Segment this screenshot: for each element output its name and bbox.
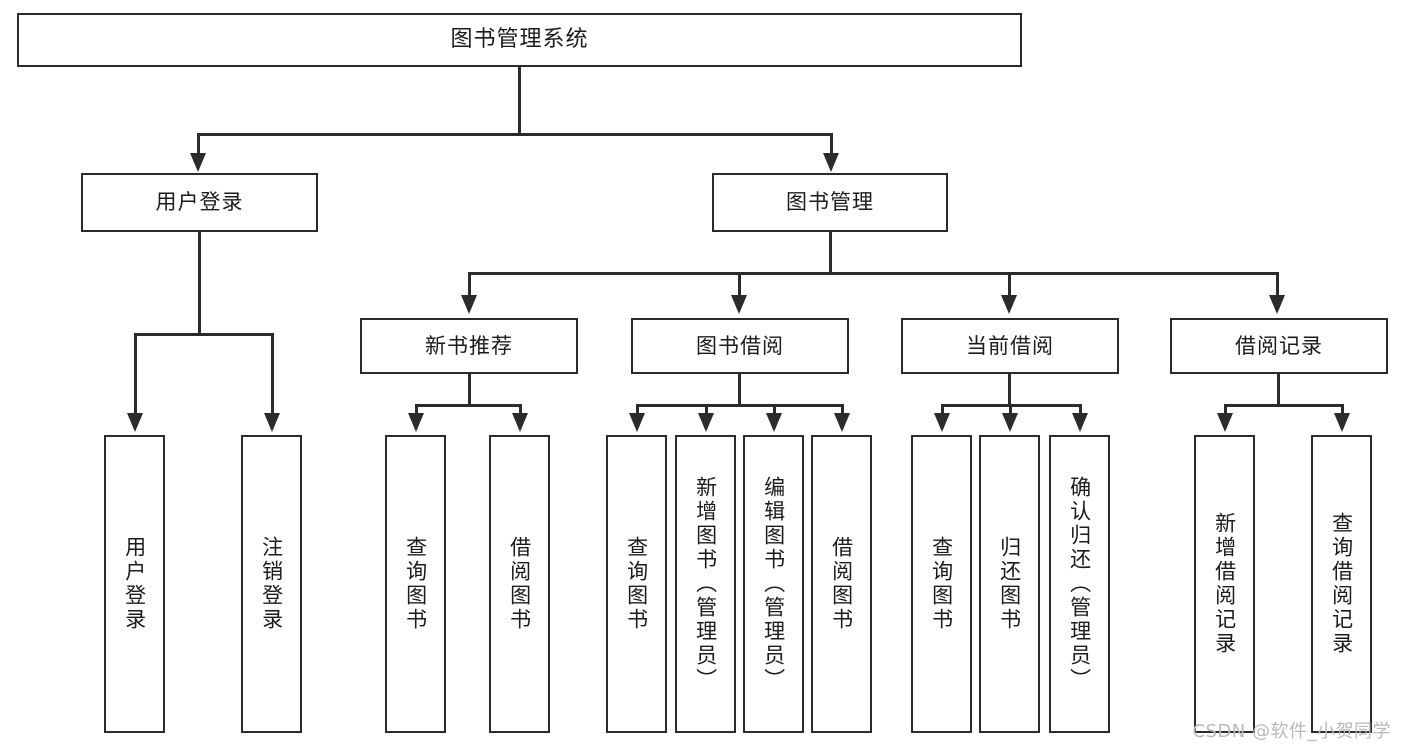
node-new-book-recommend-label: 新书推荐 — [425, 333, 513, 358]
node-new-book-recommend[interactable]: 新书推荐 — [360, 318, 578, 374]
connector-l3-1-drop-1 — [705, 404, 708, 416]
node-current-borrow-label: 当前借阅 — [966, 333, 1054, 358]
leaf-query-borrow-record[interactable]: 查询借阅记录 — [1311, 435, 1372, 733]
leaf-edit-book-admin[interactable]: 编辑图书（管理员） — [743, 435, 804, 733]
node-current-borrow[interactable]: 当前借阅 — [901, 318, 1119, 374]
leaf-borrow-books-borrow-label: 借阅图书 — [829, 536, 854, 632]
arrowhead-l3-1 — [731, 295, 747, 314]
leaf-add-borrow-record[interactable]: 新增借阅记录 — [1194, 435, 1255, 733]
connector-l3-3-drop-0 — [1224, 404, 1227, 416]
leaf-query-books-recommend-label: 查询图书 — [403, 536, 428, 632]
connector-l3-2-drop-1 — [1009, 404, 1012, 416]
connector-l3-0-bus — [415, 404, 521, 407]
arrowhead-leaf-4 — [629, 413, 645, 432]
leaf-user-login-label: 用户登录 — [122, 536, 147, 632]
leaf-return-books-label: 归还图书 — [997, 536, 1022, 632]
node-borrow-records-label: 借阅记录 — [1235, 333, 1323, 358]
leaf-query-books-current[interactable]: 查询图书 — [911, 435, 972, 733]
leaf-confirm-return-admin-label: 确认归还（管理员） — [1067, 476, 1092, 692]
node-book-borrow-label: 图书借阅 — [696, 333, 784, 358]
connector-l3-2-drop-2 — [1079, 404, 1082, 416]
connector-l3-1-drop-0 — [636, 404, 639, 416]
connector-l3-0-stem — [468, 374, 471, 406]
leaf-return-books[interactable]: 归还图书 — [979, 435, 1040, 733]
node-borrow-records[interactable]: 借阅记录 — [1170, 318, 1388, 374]
connector-l3-3-bus — [1224, 404, 1343, 407]
csdn-watermark: CSDN @软件_小贺同学 — [1192, 721, 1391, 742]
leaf-query-books-recommend[interactable]: 查询图书 — [385, 435, 446, 733]
leaf-add-book-admin-label: 新增图书（管理员） — [693, 476, 718, 692]
connector-root-bus — [197, 133, 833, 136]
arrowhead-l3-0 — [461, 295, 477, 314]
node-root-label: 图书管理系统 — [450, 27, 589, 53]
connector-l3-3-stem — [1277, 374, 1280, 406]
arrowhead-leaf-10 — [1072, 413, 1088, 432]
arrowhead-leaf-7 — [834, 413, 850, 432]
arrowhead-leaf-3 — [512, 413, 528, 432]
connector-l3-2-stem — [1008, 374, 1011, 406]
connector-l3-1-drop-3 — [841, 404, 844, 416]
arrowhead-leaf-2 — [408, 413, 424, 432]
leaf-borrow-books-recommend[interactable]: 借阅图书 — [489, 435, 550, 733]
arrowhead-leaf-0 — [127, 413, 143, 432]
connector-root-to-l2-0 — [197, 133, 200, 158]
node-user-login-label: 用户登录 — [155, 190, 244, 215]
arrowhead-leaf-5 — [698, 413, 714, 432]
arrowhead-l3-2 — [1001, 295, 1017, 314]
connector-l2-0-drop-0 — [134, 333, 137, 416]
connector-l2-0-stem — [198, 232, 201, 335]
connector-root-to-l2-1 — [830, 133, 833, 158]
leaf-confirm-return-admin[interactable]: 确认归还（管理员） — [1049, 435, 1110, 733]
arrowhead-leaf-8 — [934, 413, 950, 432]
connector-l2-1-stem — [829, 232, 832, 274]
node-user-login[interactable]: 用户登录 — [81, 173, 318, 232]
node-book-management-label: 图书管理 — [786, 190, 874, 215]
leaf-borrow-books-recommend-label: 借阅图书 — [507, 536, 532, 632]
leaf-query-books-borrow-label: 查询图书 — [624, 536, 649, 632]
connector-l3-2-bus — [941, 404, 1082, 407]
arrowhead-l2-1 — [823, 153, 839, 172]
connector-l2-1-drop-3 — [1276, 272, 1279, 300]
connector-l3-0-drop-0 — [415, 404, 418, 416]
connector-l3-3-drop-1 — [1341, 404, 1344, 416]
arrowhead-leaf-12 — [1334, 413, 1350, 432]
leaf-user-login[interactable]: 用户登录 — [104, 435, 165, 733]
arrowhead-leaf-9 — [1002, 413, 1018, 432]
arrowhead-leaf-11 — [1217, 413, 1233, 432]
node-book-borrow[interactable]: 图书借阅 — [631, 318, 849, 374]
leaf-logout-label: 注销登录 — [259, 536, 284, 632]
node-root[interactable]: 图书管理系统 — [17, 13, 1022, 67]
arrowhead-l2-0 — [190, 153, 206, 172]
connector-l2-1-drop-2 — [1008, 272, 1011, 300]
connector-l3-2-drop-0 — [941, 404, 944, 416]
connector-l3-1-bus — [636, 404, 844, 407]
connector-root-stem — [518, 67, 521, 134]
node-book-management[interactable]: 图书管理 — [712, 173, 948, 232]
connector-l2-0-drop-1 — [271, 333, 274, 416]
arrowhead-leaf-6 — [766, 413, 782, 432]
leaf-logout[interactable]: 注销登录 — [241, 435, 302, 733]
leaf-add-borrow-record-label: 新增借阅记录 — [1212, 512, 1237, 656]
leaf-borrow-books-borrow[interactable]: 借阅图书 — [811, 435, 872, 733]
connector-l3-0-drop-1 — [519, 404, 522, 416]
connector-l2-1-drop-1 — [738, 272, 741, 300]
connector-l2-1-bus — [468, 272, 1278, 275]
arrowhead-leaf-1 — [264, 413, 280, 432]
connector-l2-1-drop-0 — [468, 272, 471, 300]
leaf-add-book-admin[interactable]: 新增图书（管理员） — [675, 435, 736, 733]
connector-l2-0-bus — [134, 333, 273, 336]
arrowhead-l3-3 — [1269, 295, 1285, 314]
leaf-edit-book-admin-label: 编辑图书（管理员） — [761, 476, 786, 692]
connector-l3-1-drop-2 — [773, 404, 776, 416]
connector-l3-1-stem — [738, 374, 741, 406]
leaf-query-books-borrow[interactable]: 查询图书 — [606, 435, 667, 733]
leaf-query-books-current-label: 查询图书 — [929, 536, 954, 632]
leaf-query-borrow-record-label: 查询借阅记录 — [1329, 512, 1354, 656]
